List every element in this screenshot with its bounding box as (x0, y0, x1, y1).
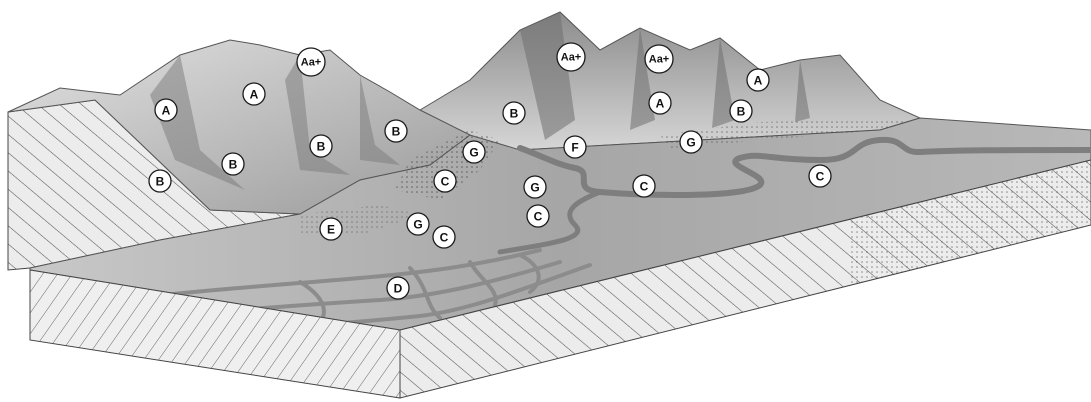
label-marker-c-2: C (527, 205, 549, 227)
label-text: C (441, 175, 450, 189)
label-text: Aa+ (561, 52, 582, 64)
label-text: C (816, 170, 825, 184)
label-text: C (640, 180, 649, 194)
label-marker-a-2: A (243, 83, 265, 105)
label-marker-aa-3: Aa+ (645, 45, 673, 73)
label-marker-g-2: G (524, 176, 546, 198)
label-text: D (394, 282, 403, 296)
label-text: C (440, 231, 449, 245)
label-text: G (530, 181, 539, 195)
label-text: G (686, 136, 695, 150)
label-marker-c-5: C (809, 165, 831, 187)
label-marker-b-6: B (730, 100, 752, 122)
label-marker-c-1: C (434, 170, 456, 192)
label-text: Aa+ (649, 54, 670, 66)
label-marker-a-3: A (649, 92, 671, 114)
label-marker-b-5: B (503, 102, 525, 124)
label-text: A (162, 104, 171, 118)
label-text: A (250, 88, 259, 102)
label-marker-aa-1: Aa+ (297, 48, 325, 76)
label-marker-c-3: C (433, 226, 455, 248)
label-text: A (656, 97, 665, 111)
label-text: B (156, 175, 165, 189)
label-marker-b-3: B (310, 135, 332, 157)
label-text: G (469, 146, 478, 160)
label-text: E (327, 223, 335, 237)
label-text: B (737, 105, 746, 119)
label-marker-c-4: C (633, 175, 655, 197)
label-marker-a-4: A (747, 69, 769, 91)
label-marker-aa-2: Aa+ (557, 43, 585, 71)
label-text: C (534, 210, 543, 224)
label-marker-g-3: G (407, 213, 429, 235)
label-text: B (510, 107, 519, 121)
label-marker-e-1: E (320, 218, 342, 240)
label-marker-f-1: F (564, 136, 586, 158)
label-marker-b-1: B (149, 170, 171, 192)
label-text: G (413, 218, 422, 232)
label-marker-b-4: B (385, 120, 407, 142)
label-marker-g-1: G (463, 141, 485, 163)
label-marker-g-4: G (680, 131, 702, 153)
label-text: B (392, 125, 401, 139)
label-text: B (229, 158, 238, 172)
label-text: A (754, 74, 763, 88)
label-marker-b-2: B (222, 153, 244, 175)
label-marker-d-1: D (387, 277, 409, 299)
label-marker-a-1: A (155, 99, 177, 121)
label-text: B (317, 140, 326, 154)
label-text: F (571, 141, 578, 155)
label-text: Aa+ (301, 57, 322, 69)
